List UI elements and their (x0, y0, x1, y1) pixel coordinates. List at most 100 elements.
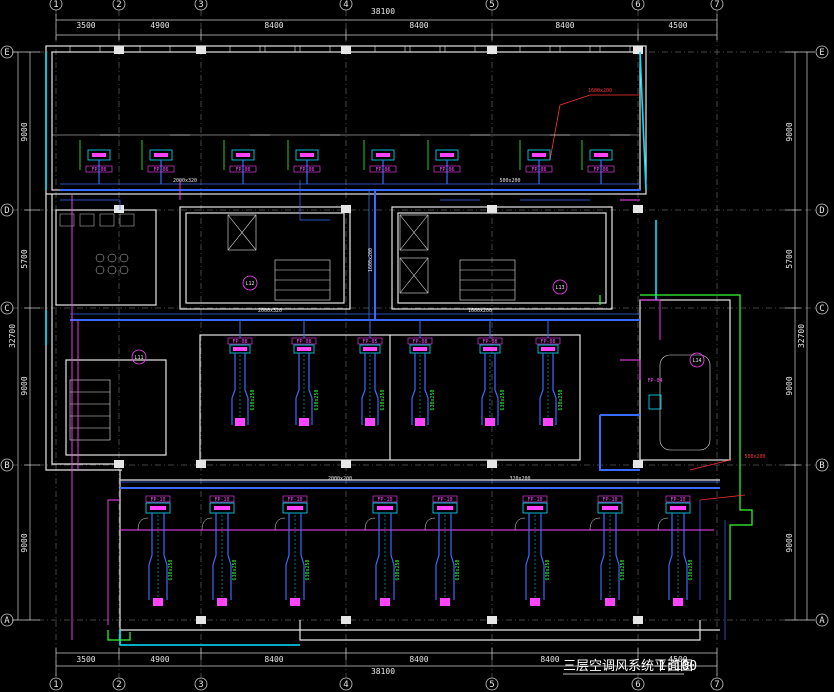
south-unit-body (665, 502, 691, 514)
duct-label-north-east: 500x200 (499, 178, 520, 184)
bottom-dimension-chain (55, 648, 718, 676)
axis-top-3: 3 (198, 0, 203, 10)
top-axis-bubbles (49, 0, 724, 11)
north-unit-coil (440, 153, 454, 157)
south-unit-arc (201, 517, 213, 531)
annotation-leaders (549, 94, 746, 501)
room-tag-l13: L13 (555, 285, 564, 291)
south-unit-diffuser (217, 598, 227, 606)
south-unit-duct (600, 513, 620, 600)
middle-unit-diffuser (235, 418, 245, 426)
north-windows (69, 45, 631, 53)
middle-unit-tag: FP-08 (540, 339, 555, 345)
south-unit-arc (364, 517, 376, 531)
left-dim-1: 9000 (20, 122, 29, 141)
south-unit-diffuser (380, 598, 390, 606)
axis-top-4: 4 (343, 0, 348, 10)
axis-top-6: 6 (635, 0, 640, 10)
room-tag-circle-l12 (242, 275, 258, 291)
axis-top-7: 7 (714, 0, 719, 10)
north-unit-tag: FP-06 (531, 167, 546, 173)
axis-right-E: E (819, 48, 824, 58)
south-unit-duct (285, 513, 305, 600)
axis-right-B: B (819, 461, 824, 471)
bottom-dim-4: 8400 (409, 655, 428, 664)
right-dim-4: 9000 (785, 533, 794, 552)
axis-bottom-3: 3 (198, 680, 203, 690)
north-unit-tag-box (293, 165, 321, 173)
middle-unit-coil (363, 347, 377, 351)
north-unit-tag-box (525, 165, 553, 173)
middle-unit-duct (481, 353, 499, 425)
south-unit-tag-box (145, 495, 171, 503)
south-unit-body (209, 502, 235, 514)
duct-label-south: 2000x200 (328, 476, 352, 482)
axis-bottom-1: 1 (53, 680, 58, 690)
south-unit-coil (602, 506, 618, 510)
south-unit-duct-size: 630x250 (455, 559, 461, 580)
middle-unit-coil (541, 347, 555, 351)
middle-unit-duct (231, 353, 249, 425)
top-dim-3: 8400 (264, 21, 283, 30)
top-dimension-chain (55, 14, 718, 40)
north-unit-coil (236, 153, 250, 157)
north-unit-coil (300, 153, 314, 157)
south-unit-arc (274, 517, 286, 531)
room-tag-circle-l14 (689, 352, 705, 368)
drawing-scale: 1:100 (658, 659, 697, 674)
north-unit-tag-box (433, 165, 461, 173)
duct-label-riser: 1600x200 (368, 248, 374, 272)
axis-bottom-4: 4 (343, 680, 348, 690)
south-unit-duct (668, 513, 688, 600)
fire-zone-boundary (107, 294, 753, 641)
north-unit-tag-box (587, 165, 615, 173)
south-unit-diffuser (153, 598, 163, 606)
north-unit-tag-box (229, 165, 257, 173)
middle-unit-duct-size: 630x250 (380, 389, 386, 410)
south-unit-body (372, 502, 398, 514)
duct-label-north: 2000x320 (173, 178, 197, 184)
fp04-unit (648, 394, 662, 410)
middle-unit-coil (413, 347, 427, 351)
south-unit-tag-box (282, 495, 308, 503)
middle-unit-duct-size: 630x250 (430, 389, 436, 410)
south-unit-body (282, 502, 308, 514)
north-unit-tag: FP-06 (375, 167, 390, 173)
south-unit-coil (150, 506, 166, 510)
axis-bottom-6: 6 (635, 680, 640, 690)
middle-unit-diffuser (299, 418, 309, 426)
axis-top-5: 5 (489, 0, 494, 10)
middle-unit-tag: FP-08 (412, 339, 427, 345)
axis-right-D: D (819, 206, 824, 216)
north-unit-coil (594, 153, 608, 157)
south-unit-duct (435, 513, 455, 600)
right-dimension-chain (785, 51, 815, 621)
top-total-dim: 38100 (371, 7, 395, 16)
top-dim-4: 8400 (409, 21, 428, 30)
bottom-dim-6: 4500 (668, 655, 687, 664)
middle-unit-coil (297, 347, 311, 351)
south-unit-coil (377, 506, 393, 510)
south-unit-tag: FP-10 (670, 497, 685, 503)
middle-unit-body (537, 344, 559, 354)
south-unit-duct-size: 630x250 (305, 559, 311, 580)
middle-unit-body (359, 344, 381, 354)
middle-unit-diffuser (365, 418, 375, 426)
drawing-title: 三层空调风系统平面图 (563, 659, 693, 674)
south-unit-tag: FP-10 (527, 497, 542, 503)
middle-unit-duct (295, 353, 313, 425)
top-dim-6: 4500 (668, 21, 687, 30)
north-unit-tag: FP-06 (235, 167, 250, 173)
south-unit-arc (424, 517, 436, 531)
middle-unit-coil (233, 347, 247, 351)
axis-left-C: C (4, 304, 9, 314)
middle-unit-duct (411, 353, 429, 425)
right-total-dim: 32700 (797, 324, 806, 348)
south-unit-tag: FP-10 (602, 497, 617, 503)
room-tag-circle-l11 (131, 349, 147, 365)
top-dim-5: 8400 (555, 21, 574, 30)
top-dim-2: 4900 (150, 21, 169, 30)
south-unit-diffuser (530, 598, 540, 606)
north-unit-coil (376, 153, 390, 157)
